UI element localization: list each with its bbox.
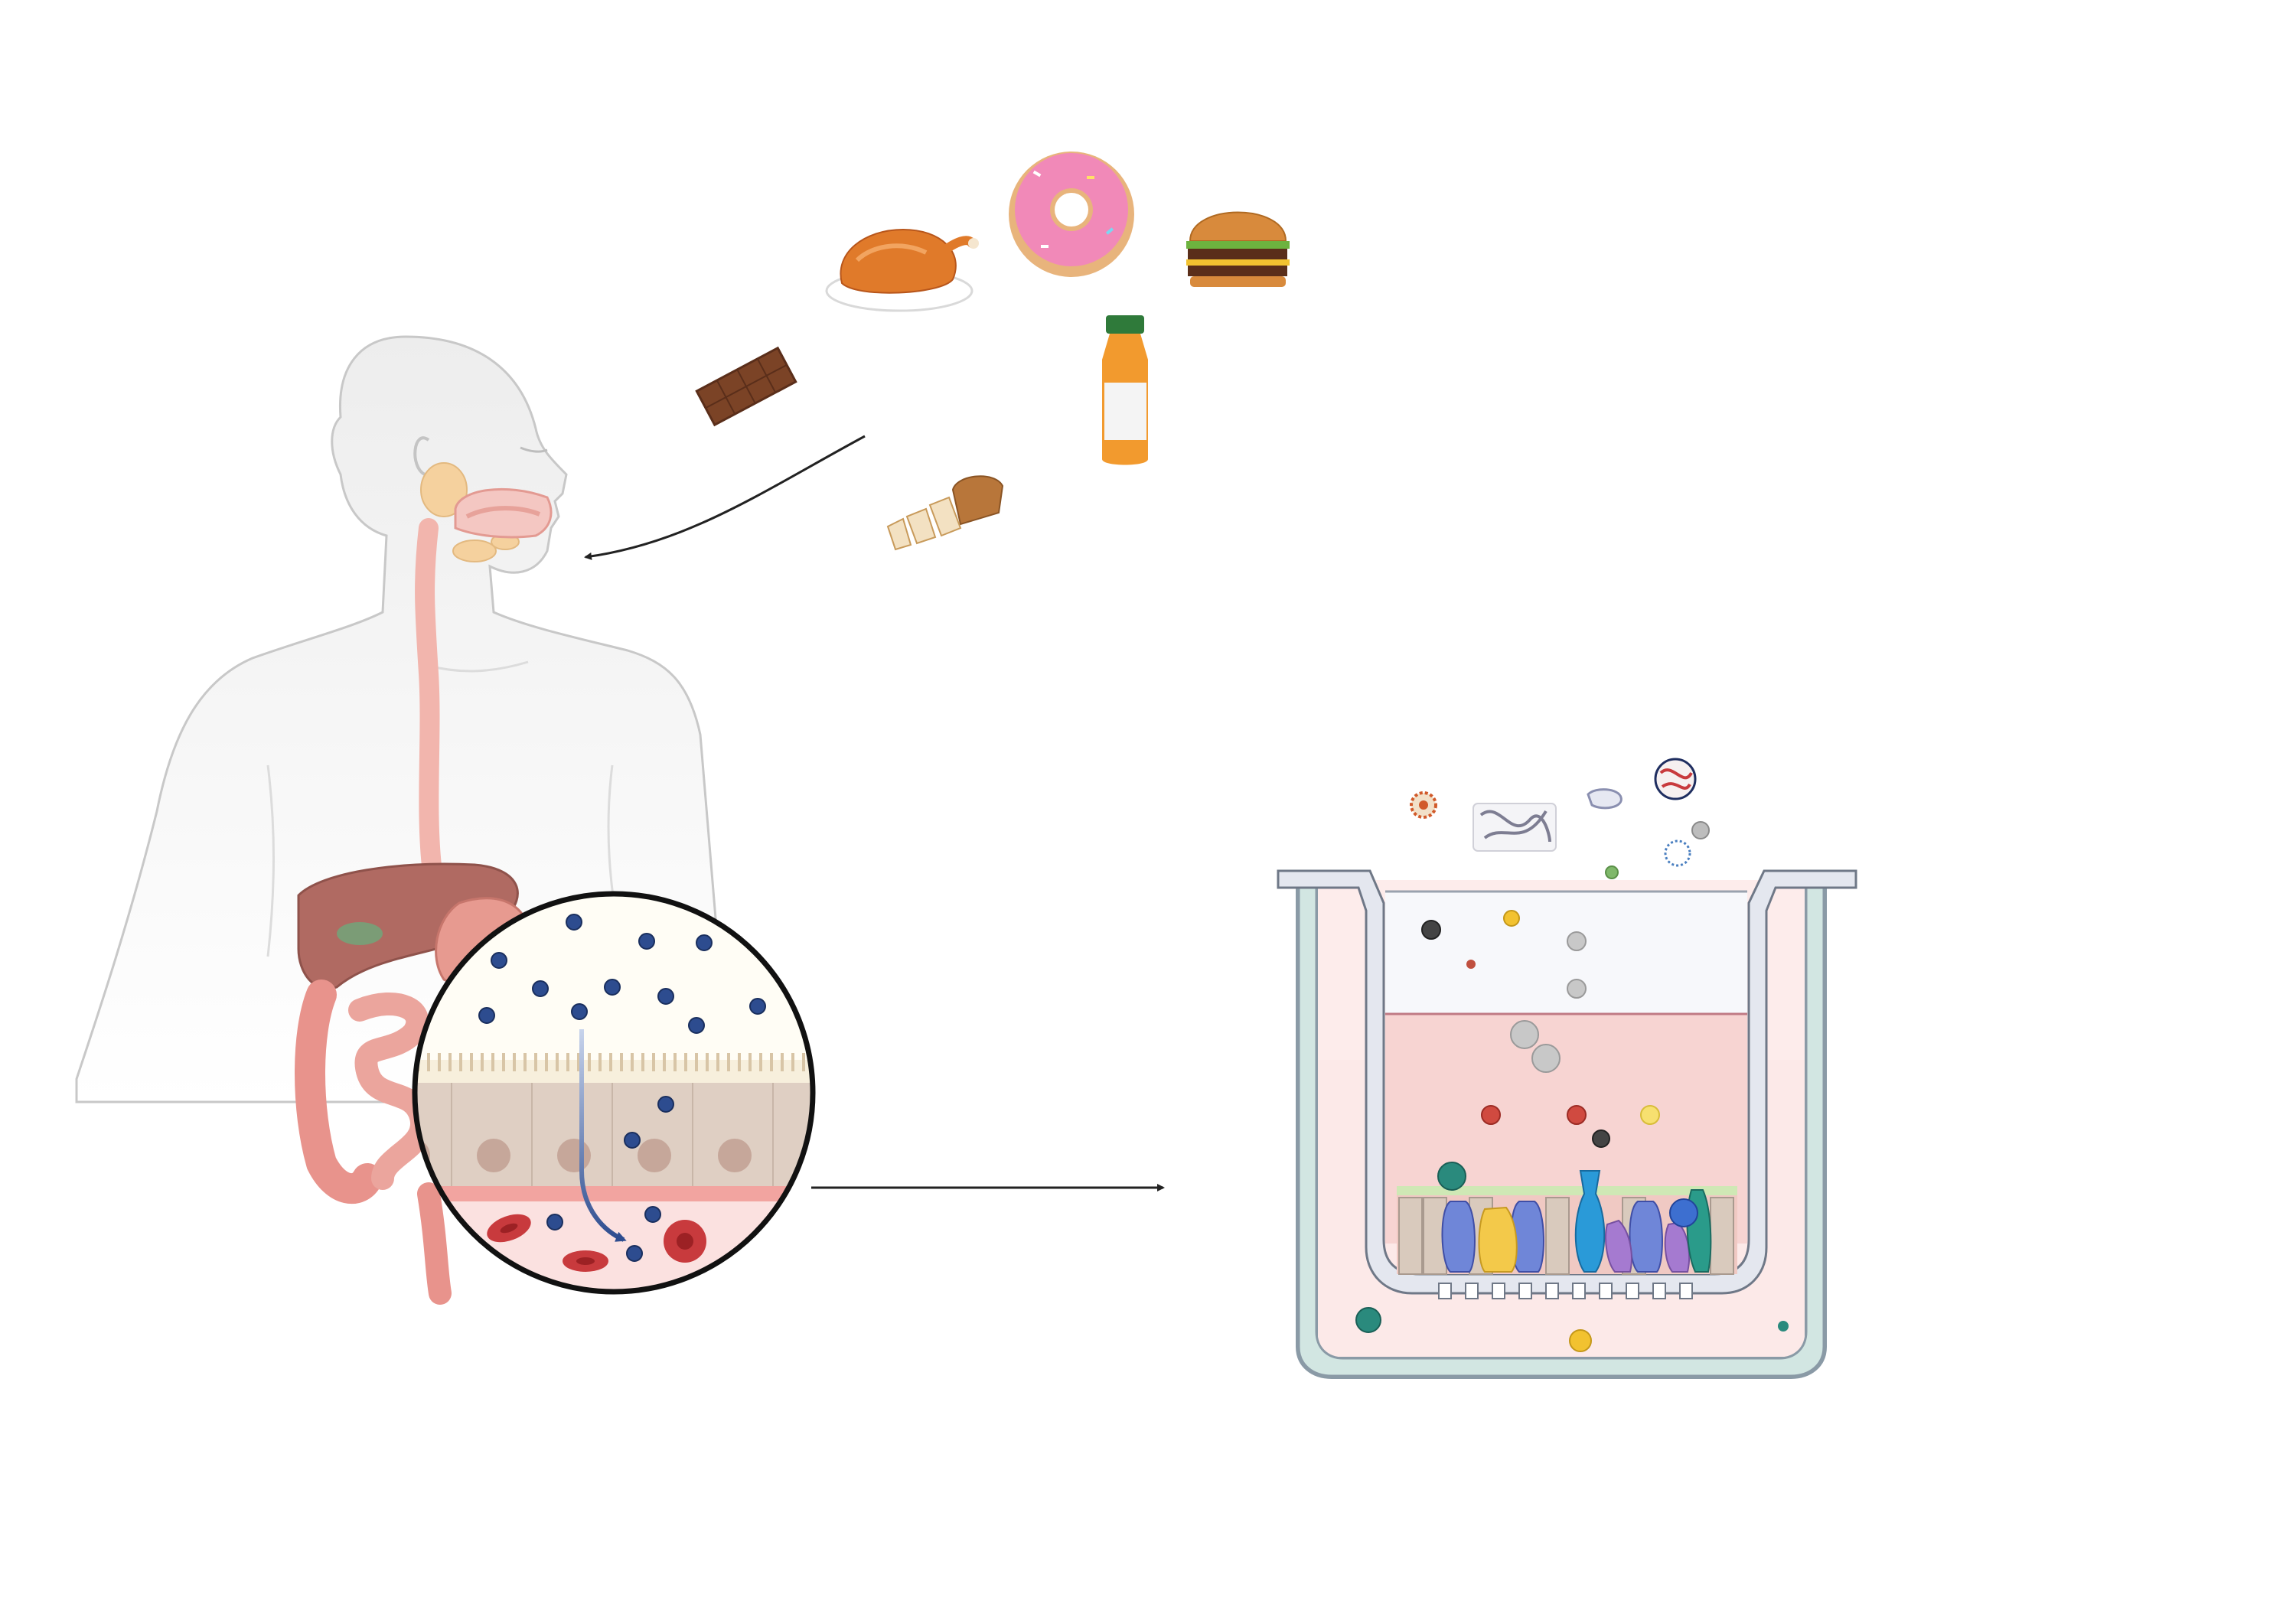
fiber-mesh-icon bbox=[1473, 803, 1557, 852]
magnification-circle bbox=[412, 891, 816, 1295]
esophagus bbox=[415, 518, 450, 901]
oral-cavity bbox=[454, 487, 553, 539]
co-culture-cell-layer bbox=[1397, 1162, 1737, 1275]
fullerene-icon bbox=[1664, 839, 1691, 867]
ingestion-arrow bbox=[584, 435, 866, 560]
nanoparticle-icons bbox=[1410, 758, 1710, 867]
test-particles bbox=[1355, 865, 1789, 1352]
intestines bbox=[295, 980, 452, 1305]
polymer-nanoparticle-icon bbox=[1654, 758, 1697, 800]
transwell-model bbox=[1277, 758, 1857, 1380]
absorption-arrow bbox=[579, 1029, 627, 1242]
membrane-pores bbox=[1438, 1283, 1693, 1299]
roast-chicken-icon bbox=[825, 228, 979, 312]
bread-loaf-icon bbox=[886, 475, 1004, 551]
face-profile bbox=[413, 436, 548, 476]
burger-icon bbox=[1186, 211, 1290, 287]
nanocluster-icon bbox=[1587, 788, 1623, 810]
chocolate-bar-icon bbox=[695, 346, 797, 427]
silica-sphere-icon bbox=[1691, 821, 1710, 839]
juice-bottle-icon bbox=[1102, 315, 1148, 465]
donut-icon bbox=[1009, 152, 1134, 277]
virus-particle-icon bbox=[1410, 791, 1437, 819]
outer-well bbox=[1296, 880, 1827, 1380]
nutrient-particles bbox=[478, 914, 766, 1262]
